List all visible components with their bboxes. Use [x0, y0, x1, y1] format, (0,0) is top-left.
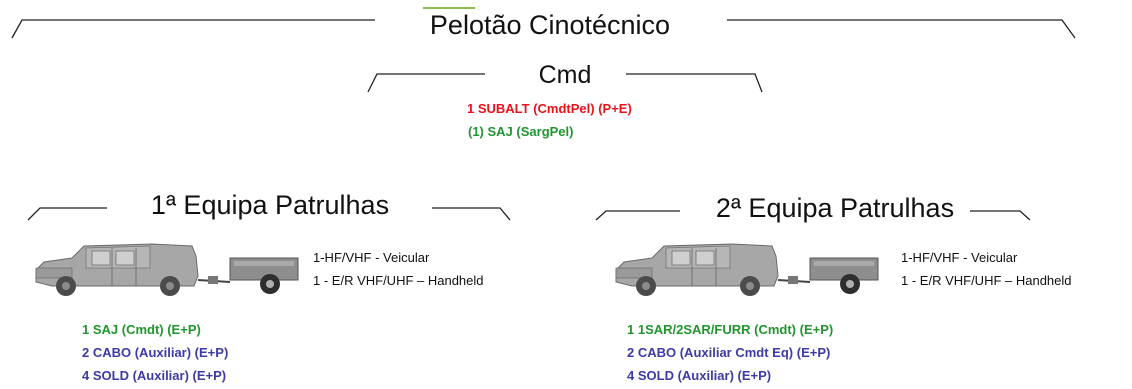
cmd-bracket	[367, 73, 763, 93]
team1-comm: 1 - E/R VHF/UHF – Handheld	[313, 273, 484, 288]
team2-role: 1 1SAR/2SAR/FURR (Cmdt) (E+P)	[627, 322, 834, 337]
team2-comm: 1 - E/R VHF/UHF – Handheld	[901, 273, 1072, 288]
team2-title: 2ª Equipa Patrulhas	[715, 193, 955, 223]
main-bracket	[11, 19, 1076, 39]
team1-comm: 1-HF/VHF - Veicular	[313, 250, 430, 265]
team1-role: 2 CABO (Auxiliar) (E+P)	[82, 345, 229, 360]
vehicle-with-trailer-icon	[615, 243, 879, 297]
vehicle-with-trailer-icon	[35, 243, 299, 297]
team1-bracket	[27, 207, 511, 221]
main-title: Pelotão Cinotécnico	[429, 10, 671, 40]
team1-role: 1 SAJ (Cmdt) (E+P)	[82, 322, 201, 337]
team2-comm: 1-HF/VHF - Veicular	[901, 250, 1018, 265]
cmd-role: (1) SAJ (SargPel)	[468, 124, 574, 139]
team1-role: 4 SOLD (Auxiliar) (E+P)	[82, 368, 227, 383]
cmd-role: 1 SUBALT (CmdtPel) (P+E)	[467, 101, 632, 116]
title-accent	[423, 7, 475, 9]
team2-role: 4 SOLD (Auxiliar) (E+P)	[627, 368, 772, 383]
team2-bracket	[595, 210, 1031, 221]
team1-title: 1ª Equipa Patrulhas	[150, 190, 390, 220]
cmd-title: Cmd	[538, 61, 592, 89]
team2-role: 2 CABO (Auxiliar Cmdt Eq) (E+P)	[627, 345, 831, 360]
